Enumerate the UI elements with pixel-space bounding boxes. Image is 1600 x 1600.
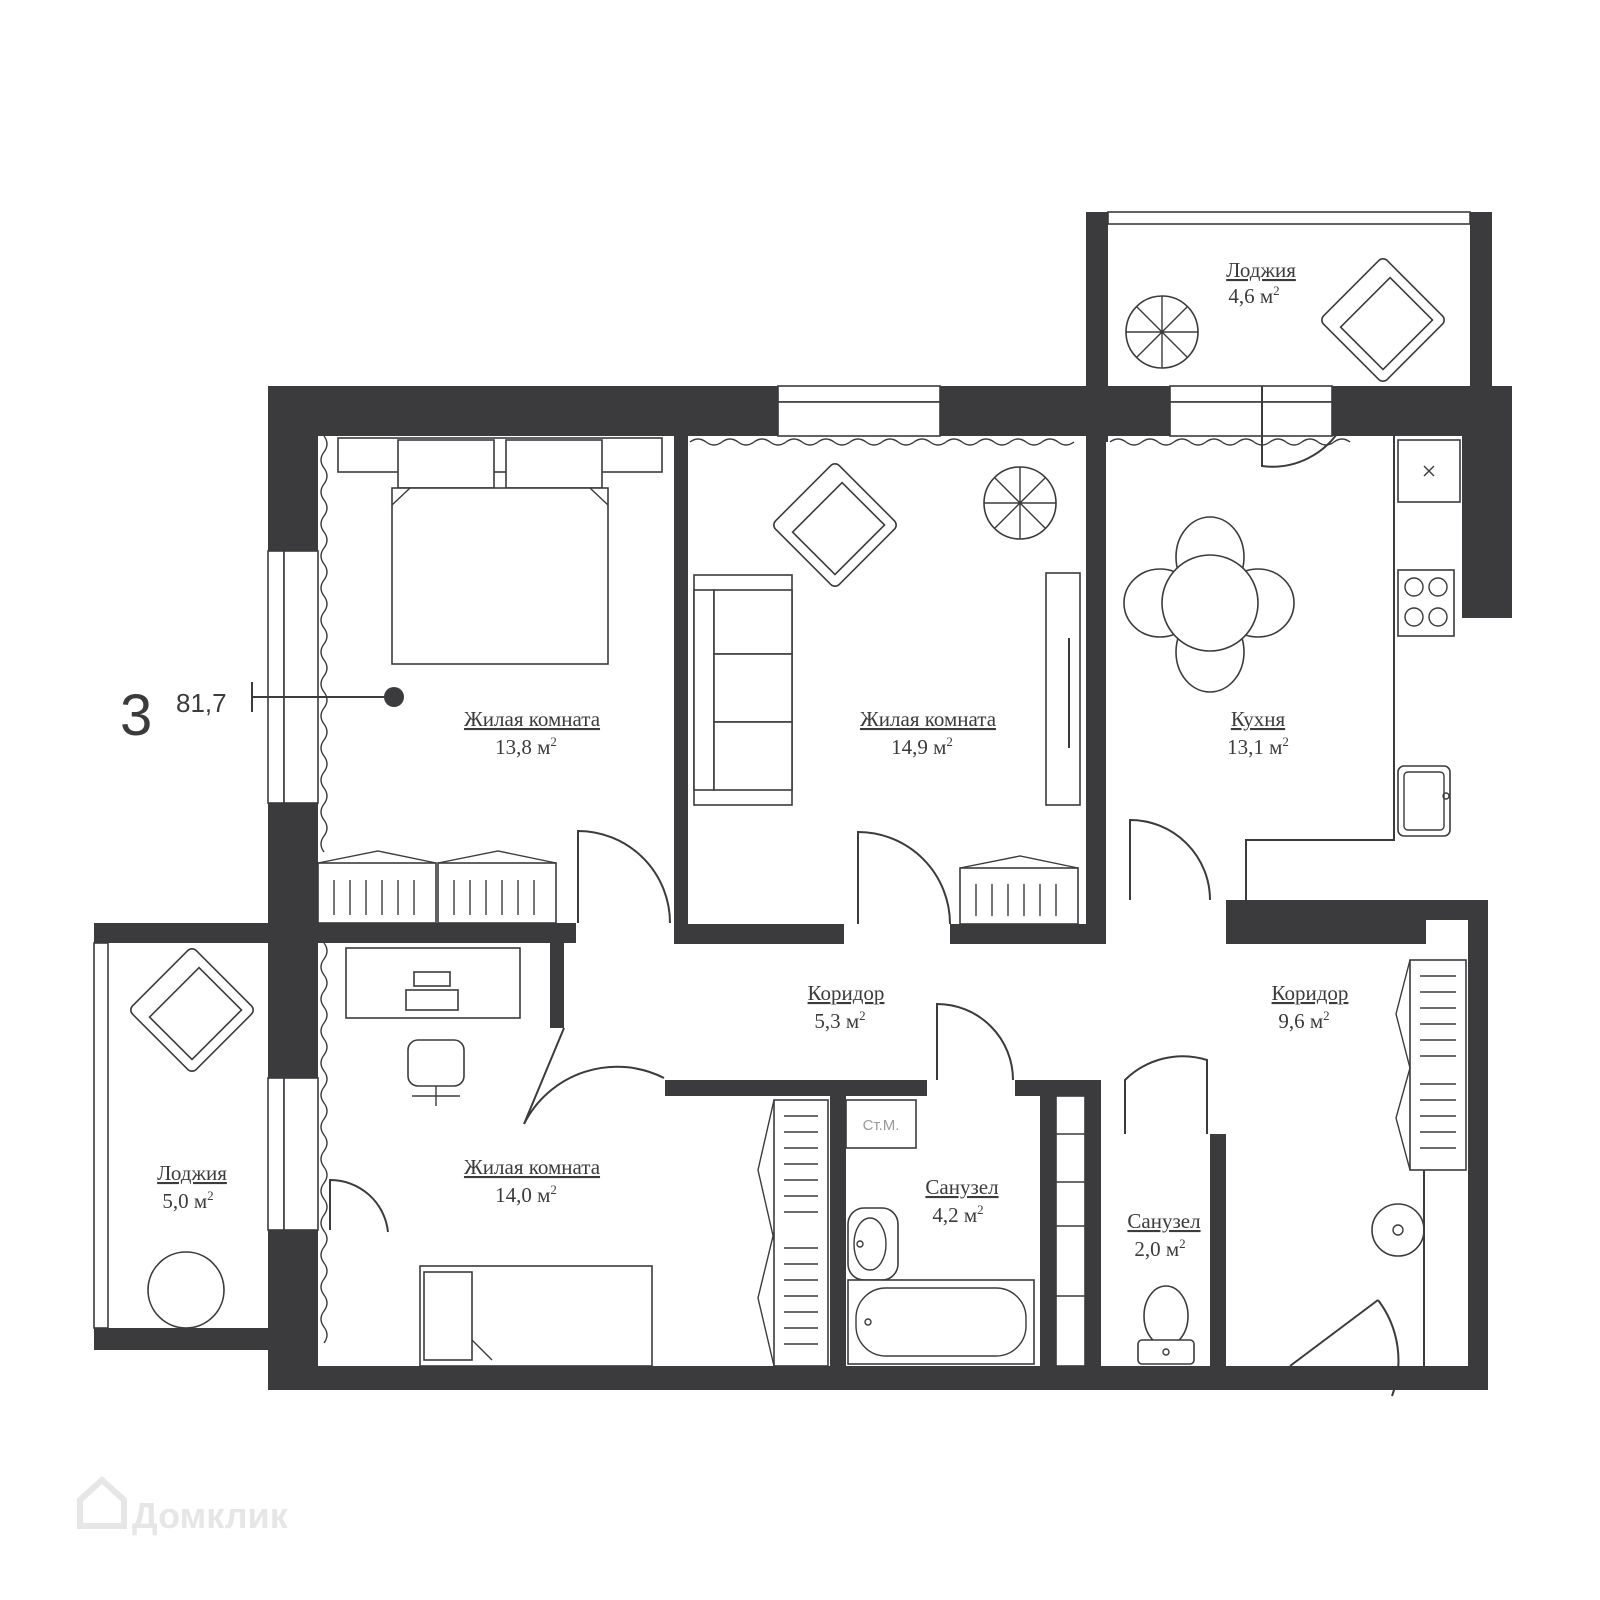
desk-icon [345, 947, 521, 1019]
sink-icon [847, 1207, 899, 1281]
shelf-icon [1055, 1095, 1086, 1367]
apartment-summary: 3 81,7 [120, 682, 404, 748]
tv-stand-icon [1045, 572, 1081, 806]
svg-text:13,8 м2: 13,8 м2 [495, 734, 557, 759]
dining-table-icon [1123, 516, 1295, 693]
svg-text:9,6 м2: 9,6 м2 [1278, 1008, 1329, 1033]
svg-text:4,6 м2: 4,6 м2 [1228, 283, 1279, 308]
location-marker-icon [384, 687, 404, 707]
sofa-icon [693, 574, 793, 806]
svg-text:Лоджия: Лоджия [157, 1161, 227, 1185]
room-label-bathroom-1: Санузел 4,2 м2 [925, 1175, 998, 1227]
armchair-icon-3 [130, 948, 254, 1072]
wardrobe-icon [317, 850, 557, 924]
wardrobe-icon-3 [757, 1099, 829, 1367]
watermark: Домклик [77, 1475, 289, 1536]
svg-text:Кухня: Кухня [1231, 707, 1286, 731]
svg-text:Лоджия: Лоджия [1226, 258, 1296, 282]
room-label-loggia-left: Лоджия 5,0 м2 [157, 1161, 227, 1213]
svg-text:5,3 м2: 5,3 м2 [814, 1008, 865, 1033]
plant-icon [983, 466, 1057, 540]
svg-text:Коридор: Коридор [1272, 981, 1349, 1005]
room-label-living-2: Жилая комната 14,9 м2 [860, 707, 997, 759]
bathtub-icon [847, 1279, 1035, 1365]
room-label-living-3: Жилая комната 14,0 м2 [464, 1155, 601, 1207]
curtains [320, 435, 1351, 1344]
svg-text:2,0 м2: 2,0 м2 [1134, 1236, 1185, 1261]
room-label-living-1: Жилая комната 13,8 м2 [464, 707, 601, 759]
watermark-text: Домклик [132, 1495, 289, 1536]
room-label-kitchen: Кухня 13,1 м2 [1227, 707, 1289, 759]
round-table-icon [147, 1251, 225, 1329]
rooms-count: 3 [120, 683, 152, 748]
svg-text:Жилая комната: Жилая комната [464, 707, 601, 731]
room-label-corridor-2: Коридор 9,6 м2 [1272, 981, 1349, 1033]
svg-text:Санузел: Санузел [925, 1175, 998, 1199]
armchair-icon-2 [1321, 258, 1445, 382]
double-bed-icon [337, 437, 663, 665]
svg-text:Жилая комната: Жилая комната [464, 1155, 601, 1179]
svg-text:13,1 м2: 13,1 м2 [1227, 734, 1289, 759]
svg-text:14,0 м2: 14,0 м2 [495, 1182, 557, 1207]
toilet-icon [1137, 1285, 1195, 1365]
plant-icon-2 [1125, 295, 1199, 369]
single-bed-icon [419, 1265, 653, 1367]
room-label-corridor-1: Коридор 5,3 м2 [808, 981, 885, 1033]
stool-icon [1371, 1203, 1425, 1257]
house-icon [77, 1475, 127, 1529]
walls [94, 212, 1512, 1390]
washing-machine-label: Ст.М. [863, 1117, 900, 1134]
wardrobe-icon-2 [959, 855, 1079, 925]
svg-text:Жилая комната: Жилая комната [860, 707, 997, 731]
furniture [130, 258, 1467, 1367]
windows [93, 211, 1471, 1329]
svg-text:5,0 м2: 5,0 м2 [162, 1188, 213, 1213]
kitchen-counter-icon [1245, 436, 1461, 900]
svg-text:Санузел: Санузел [1127, 1209, 1200, 1233]
office-chair-icon [407, 1039, 465, 1106]
svg-text:Коридор: Коридор [808, 981, 885, 1005]
room-label-bathroom-2: Санузел 2,0 м2 [1127, 1209, 1200, 1261]
room-label-loggia-top: Лоджия 4,6 м2 [1226, 258, 1296, 308]
washing-machine-icon [845, 1099, 917, 1149]
doors [329, 386, 1400, 1397]
svg-text:4,2 м2: 4,2 м2 [932, 1202, 983, 1227]
room-labels: Лоджия 4,6 м2 Жилая комната 13,8 м2 Жила… [157, 258, 1348, 1261]
wardrobe-icon-4 [1395, 959, 1467, 1171]
armchair-icon [773, 463, 897, 587]
total-area: 81,7 [176, 688, 227, 718]
svg-text:14,9 м2: 14,9 м2 [891, 734, 953, 759]
